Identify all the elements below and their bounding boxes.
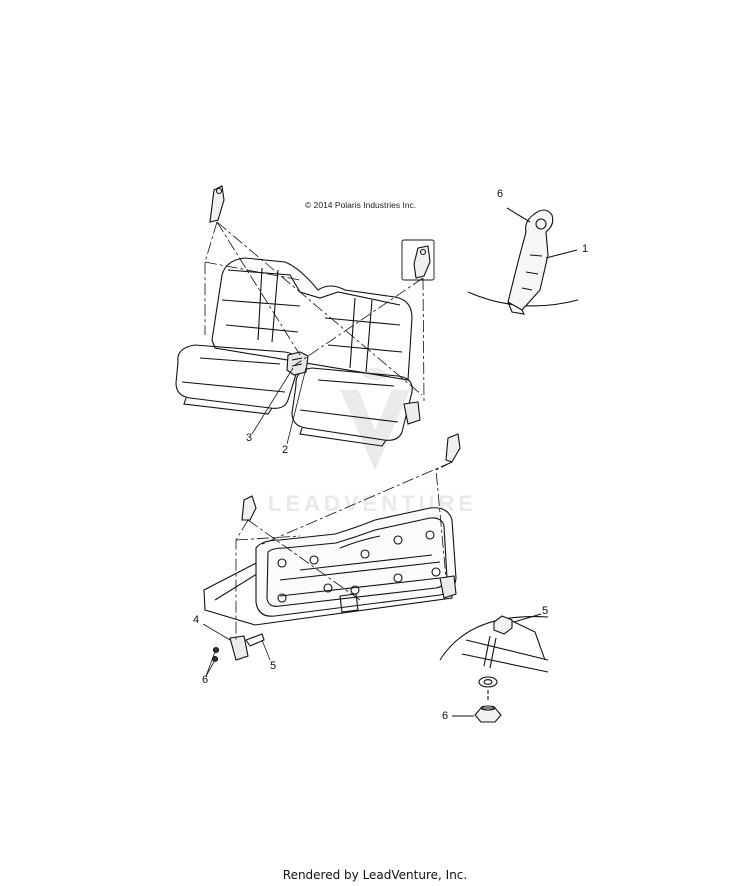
lower-seat-assembly [203, 433, 461, 663]
copyright-notice: © 2014 Polaris Industries Inc. [305, 200, 417, 210]
callout-4: 4 [193, 614, 200, 626]
bolt-detail [439, 613, 549, 723]
upper-leader-lines [251, 367, 307, 445]
footer-credit: Rendered by LeadVenture, Inc. [282, 868, 468, 882]
callout-2: 2 [282, 444, 289, 456]
callout-3: 3 [246, 432, 253, 444]
callout-5-detail: 5 [542, 605, 549, 617]
callout-6-main: 6 [202, 674, 209, 686]
callout-5-main: 5 [270, 660, 277, 672]
callout-1: 1 [582, 243, 589, 255]
lower-phantom-lines [235, 461, 453, 640]
board-bolts [277, 530, 441, 603]
callout-6-detail: 6 [442, 710, 449, 722]
upper-seat-assembly [175, 185, 435, 447]
callout-6-top: 6 [497, 188, 504, 200]
belt-arm-detail [467, 207, 579, 315]
lower-leader-lines [202, 623, 271, 677]
upper-phantom-lines [204, 221, 425, 403]
watermark-logo: LEADVENTURE [268, 367, 473, 516]
